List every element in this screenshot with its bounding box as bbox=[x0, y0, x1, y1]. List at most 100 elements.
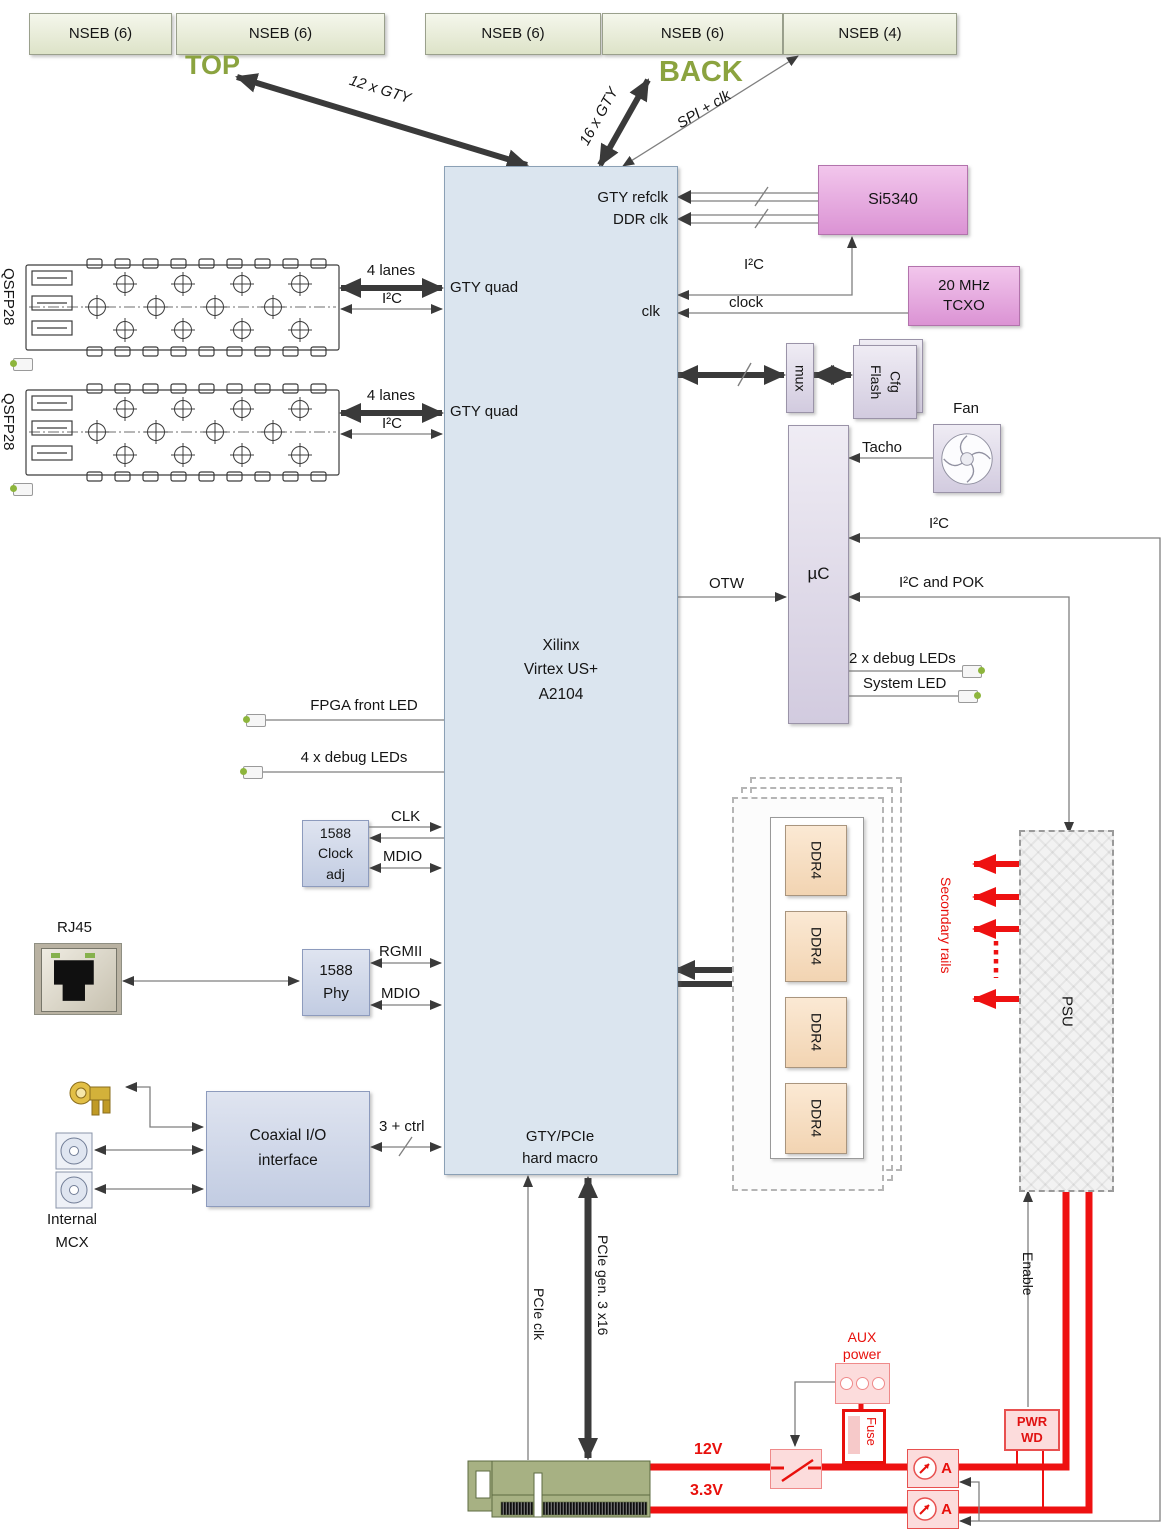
fpga-pin-gty-quad-1: GTY quad bbox=[450, 279, 519, 296]
nseb-label: NSEB (6) bbox=[660, 24, 725, 42]
qsfp28-label-2: QSFP28 bbox=[0, 393, 17, 451]
ddr4-chip-4: DDR4 bbox=[785, 1083, 847, 1154]
nseb-label: NSEB (6) bbox=[481, 24, 545, 42]
qsfp-i2c-label-1: I²C bbox=[382, 290, 402, 307]
fuse-label: Fuse bbox=[864, 1417, 879, 1446]
fpga-front-led-icon bbox=[243, 714, 266, 727]
ddr4-chip-3: DDR4 bbox=[785, 997, 847, 1068]
tacho-label: Tacho bbox=[862, 439, 903, 456]
aux-line2: power bbox=[842, 1345, 882, 1362]
aux-power-connector bbox=[835, 1363, 890, 1404]
lanes-label-2: 4 lanes bbox=[366, 387, 416, 404]
fan-icon bbox=[941, 433, 993, 485]
tcxo-block: 20 MHz TCXO bbox=[908, 266, 1020, 326]
rail-3v3-label: 3.3V bbox=[690, 1482, 723, 1499]
qsfp-led-icon-2 bbox=[10, 483, 33, 496]
qsfp-cage-drawing-1 bbox=[26, 259, 339, 356]
nseb-box-4: NSEB (6) bbox=[602, 13, 783, 55]
debug-led-icon-fpga bbox=[240, 766, 263, 779]
ammeter-label: A bbox=[941, 1501, 952, 1518]
ddr4-label: DDR4 bbox=[808, 1013, 825, 1052]
power-switch bbox=[770, 1449, 822, 1489]
fpga-name: Xilinx Virtex US+ A2104 bbox=[524, 634, 598, 706]
enable-label: Enable bbox=[1020, 1252, 1036, 1296]
secondary-rails-label: Secondary rails bbox=[938, 877, 954, 974]
fpga-pin-gty-quad-2: GTY quad bbox=[450, 403, 519, 420]
internal-mcx-line2: MCX bbox=[55, 1234, 89, 1252]
ddr4-label: DDR4 bbox=[808, 841, 825, 880]
internal-mcx-jack-2 bbox=[55, 1171, 93, 1209]
nseb-box-3: NSEB (6) bbox=[425, 13, 601, 55]
coax-interface-block: Coaxial I/O interface bbox=[206, 1091, 370, 1207]
mux-block: mux bbox=[786, 343, 814, 413]
coax-bus-label: 3 + ctrl bbox=[379, 1118, 425, 1135]
cfg-flash-label: Cfg Flash bbox=[865, 365, 904, 399]
ddr4-label: DDR4 bbox=[808, 927, 825, 966]
phy-block: 1588 Phy bbox=[302, 949, 370, 1016]
debug-leds-4-label: 4 x debug LEDs bbox=[300, 749, 408, 766]
nseb-label: NSEB (4) bbox=[838, 24, 902, 42]
qsfp-cage-drawing-2 bbox=[26, 384, 339, 481]
ammeter-12v: A bbox=[907, 1449, 959, 1488]
clock-adj-line3: adj bbox=[326, 865, 345, 882]
system-led-icon bbox=[958, 690, 981, 703]
rail-12v-label: 12V bbox=[694, 1441, 723, 1458]
clock-label: clock bbox=[729, 294, 764, 311]
coax-line1: Coaxial I/O bbox=[249, 1127, 327, 1145]
internal-mcx-line1: Internal bbox=[46, 1211, 98, 1228]
phy-line1: 1588 bbox=[319, 962, 353, 979]
mdio-label-2: MDIO bbox=[381, 985, 421, 1002]
internal-mcx-label: Internal MCX bbox=[34, 1208, 110, 1255]
qsfp28-label-1: QSFP28 bbox=[0, 268, 17, 326]
clock-adj-line1: 1588 bbox=[319, 825, 352, 842]
nseb-box-2: NSEB (6) bbox=[176, 13, 385, 55]
pcie-edge-connector bbox=[467, 1460, 651, 1518]
mdio-label-1: MDIO bbox=[383, 848, 423, 865]
aux-line1: AUX bbox=[847, 1329, 877, 1345]
nseb-label: NSEB (6) bbox=[248, 24, 313, 42]
cfg-flash-block: Cfg Flash bbox=[853, 345, 917, 419]
hard-macro-line1: GTY/PCIe bbox=[525, 1128, 595, 1145]
hard-macro-line2: hard macro bbox=[522, 1149, 598, 1167]
psu-block: PSU bbox=[1019, 830, 1114, 1192]
debug-leds-2-label: 2 x debug LEDs bbox=[849, 650, 956, 667]
fuse-block: Fuse bbox=[842, 1409, 886, 1464]
rj45-label: RJ45 bbox=[57, 919, 93, 936]
fan-block bbox=[933, 424, 1001, 493]
i2c-uc-label: I²C bbox=[929, 515, 949, 532]
system-led-label: System LED bbox=[863, 675, 947, 692]
top-side-label: TOP bbox=[185, 50, 241, 80]
fpga-hard-macro-label: GTY/PCIe hard macro bbox=[444, 1126, 676, 1170]
ddr4-label: DDR4 bbox=[808, 1099, 825, 1138]
qsfp-led-icon-1 bbox=[10, 358, 33, 371]
clock-adj-line2: Clock bbox=[317, 845, 353, 862]
nseb-label: NSEB (6) bbox=[68, 24, 133, 42]
rgmii-label: RGMII bbox=[379, 943, 423, 960]
rj45-led-window bbox=[84, 952, 95, 959]
tcxo-line2: TCXO bbox=[943, 297, 985, 314]
tcxo-line1: 20 MHz bbox=[938, 276, 990, 294]
coax-line2: interface bbox=[258, 1152, 318, 1169]
fpga-pin-clk: clk bbox=[641, 303, 660, 320]
fpga-name-line1: Xilinx bbox=[542, 637, 580, 655]
debug-led-icon-uc bbox=[962, 665, 985, 678]
rj45-led-window bbox=[50, 952, 61, 959]
rj45-photo bbox=[34, 943, 122, 1015]
nseb-box-5: NSEB (4) bbox=[783, 13, 957, 55]
rj45-port bbox=[53, 960, 94, 1001]
si5340-block: Si5340 bbox=[818, 165, 968, 235]
fpga-block: Xilinx Virtex US+ A2104 bbox=[444, 166, 678, 1175]
meter-icon bbox=[913, 1456, 937, 1480]
otw-label: OTW bbox=[709, 575, 744, 592]
aux-power-label: AUX power bbox=[828, 1329, 896, 1363]
signal-lines bbox=[94, 55, 1161, 1526]
aux-pin-icon bbox=[856, 1377, 869, 1390]
fpga-name-line3: A2104 bbox=[538, 685, 584, 703]
ammeter-label: A bbox=[941, 1460, 952, 1477]
fpga-name-line2: Virtex US+ bbox=[523, 661, 599, 679]
microcontroller-label: µC bbox=[807, 564, 830, 584]
i2c-si5340-label: I²C bbox=[744, 256, 764, 273]
mux-label: mux bbox=[792, 364, 809, 392]
nseb-box-1: NSEB (6) bbox=[29, 13, 172, 55]
